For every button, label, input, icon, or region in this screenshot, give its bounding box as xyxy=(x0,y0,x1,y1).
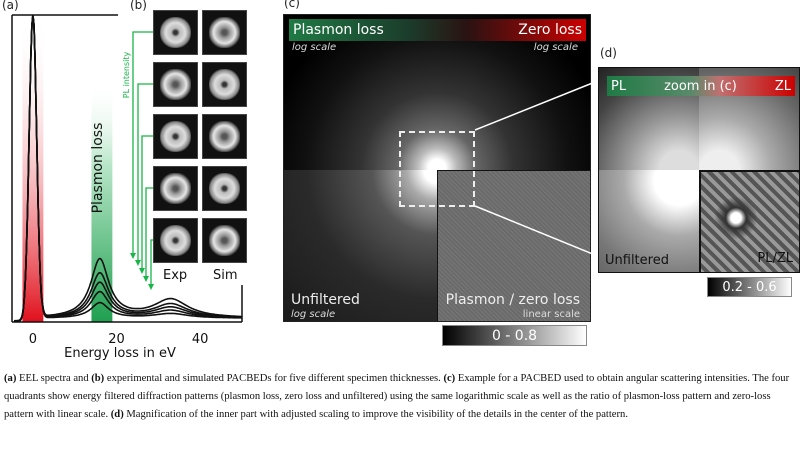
caption-text: Example for a PACBED used to obtain angu… xyxy=(4,373,790,420)
zoom-unfiltered-title: Unfiltered xyxy=(605,253,669,268)
ratio-scale-label: linear scale xyxy=(522,309,580,320)
colorbar-d-range: 0.2 - 0.6 xyxy=(722,279,777,295)
caption-text: experimental and simulated PACBEDs for f… xyxy=(104,373,444,384)
x-tick-label: 40 xyxy=(192,332,209,347)
zoom-in-title: zoom in (c) xyxy=(664,78,737,94)
zoom-region-box xyxy=(399,131,475,207)
unfiltered-scale-label: log scale xyxy=(291,309,336,320)
pacbed-sim-thumbnail xyxy=(202,114,247,159)
zoom-image: PL zoom in (c) ZL Unfiltered PL/ZL xyxy=(598,67,800,273)
zoom-quadrant-ratio xyxy=(699,170,799,272)
diffraction-pattern xyxy=(160,17,191,48)
colorbar-c: 0 - 0.8 xyxy=(442,325,587,346)
panel-a-label: (a) xyxy=(2,0,19,12)
caption-ref-b: (b) xyxy=(91,373,105,384)
x-tick-label: 20 xyxy=(108,332,125,347)
x-axis-label: Energy loss in eV xyxy=(64,346,176,361)
diffraction-pattern xyxy=(209,121,240,152)
pl-intensity-label: PL intensity xyxy=(122,51,131,98)
quadrant-unfiltered xyxy=(284,170,437,321)
pacbed-exp-thumbnail xyxy=(153,166,198,211)
panel-d-label: (d) xyxy=(600,46,617,60)
zero-loss-title: Zero loss xyxy=(518,22,582,38)
diffraction-pattern xyxy=(160,121,191,152)
panel-c-label: (c) xyxy=(284,0,300,10)
zl-title: ZL xyxy=(774,78,791,94)
diffraction-pattern xyxy=(209,17,240,48)
zoom-ratio-title: PL/ZL xyxy=(757,251,793,266)
diffraction-pattern xyxy=(160,225,191,256)
zoom-quadrant-unfiltered xyxy=(599,170,699,272)
diffraction-pattern xyxy=(209,225,240,256)
zoom-connector-lines xyxy=(474,79,601,258)
plasmon-zero-header: Plasmon loss Zero loss xyxy=(289,19,586,41)
sim-column-label: Sim xyxy=(213,268,238,283)
pacbed-exp-thumbnail xyxy=(153,218,198,263)
pacbed-exp-thumbnail xyxy=(153,62,198,107)
plasmon-scale-label: log scale xyxy=(292,42,337,53)
spectrum-line xyxy=(14,14,243,323)
unfiltered-title: Unfiltered xyxy=(291,292,360,308)
figure-caption: (a) EEL spectra and (b) experimental and… xyxy=(4,370,796,424)
zero-loss-band xyxy=(22,15,44,322)
caption-ref-c: (c) xyxy=(443,373,456,384)
diffraction-pattern xyxy=(160,69,191,100)
diffraction-pattern xyxy=(209,173,240,204)
quadrant-ratio xyxy=(437,170,590,321)
x-tick-label: 0 xyxy=(29,332,37,347)
pl-title: PL xyxy=(611,78,627,94)
colorbar-c-range: 0 - 0.8 xyxy=(491,327,538,344)
pacbed-sim-thumbnail xyxy=(202,62,247,107)
caption-ref-d: (d) xyxy=(110,409,124,420)
caption-ref-a: (a) xyxy=(4,373,17,384)
zoom-header: PL zoom in (c) ZL xyxy=(607,76,795,96)
panel-b-label: (b) xyxy=(130,0,147,12)
exp-column-label: Exp xyxy=(163,268,188,283)
pacbed-exp-thumbnail xyxy=(153,114,198,159)
plasmon-loss-annotation: Plasmon loss xyxy=(90,123,106,214)
pacbed-sim-thumbnail xyxy=(202,218,247,263)
diffraction-pattern xyxy=(160,173,191,204)
eels-spectra-chart: 0 20 40 Plasmon loss Energy loss in eV xyxy=(11,14,243,361)
ratio-title: Plasmon / zero loss xyxy=(445,292,580,308)
colorbar-d: 0.2 - 0.6 xyxy=(707,277,792,297)
pacbed-exp-thumbnail xyxy=(153,10,198,55)
zero-scale-label: log scale xyxy=(533,42,578,53)
caption-text: EEL spectra and xyxy=(16,373,92,384)
pacbed-sim-thumbnail xyxy=(202,10,247,55)
pl-intensity-arrows: PL intensity xyxy=(122,31,154,290)
diffraction-pattern xyxy=(209,69,240,100)
pacbed-sim-thumbnail xyxy=(202,166,247,211)
caption-text: Magnification of the inner part with adj… xyxy=(123,409,628,420)
plasmon-loss-title: Plasmon loss xyxy=(293,22,384,38)
pacbed-quadrant-image: Plasmon loss Zero loss log scale log sca… xyxy=(283,14,591,322)
